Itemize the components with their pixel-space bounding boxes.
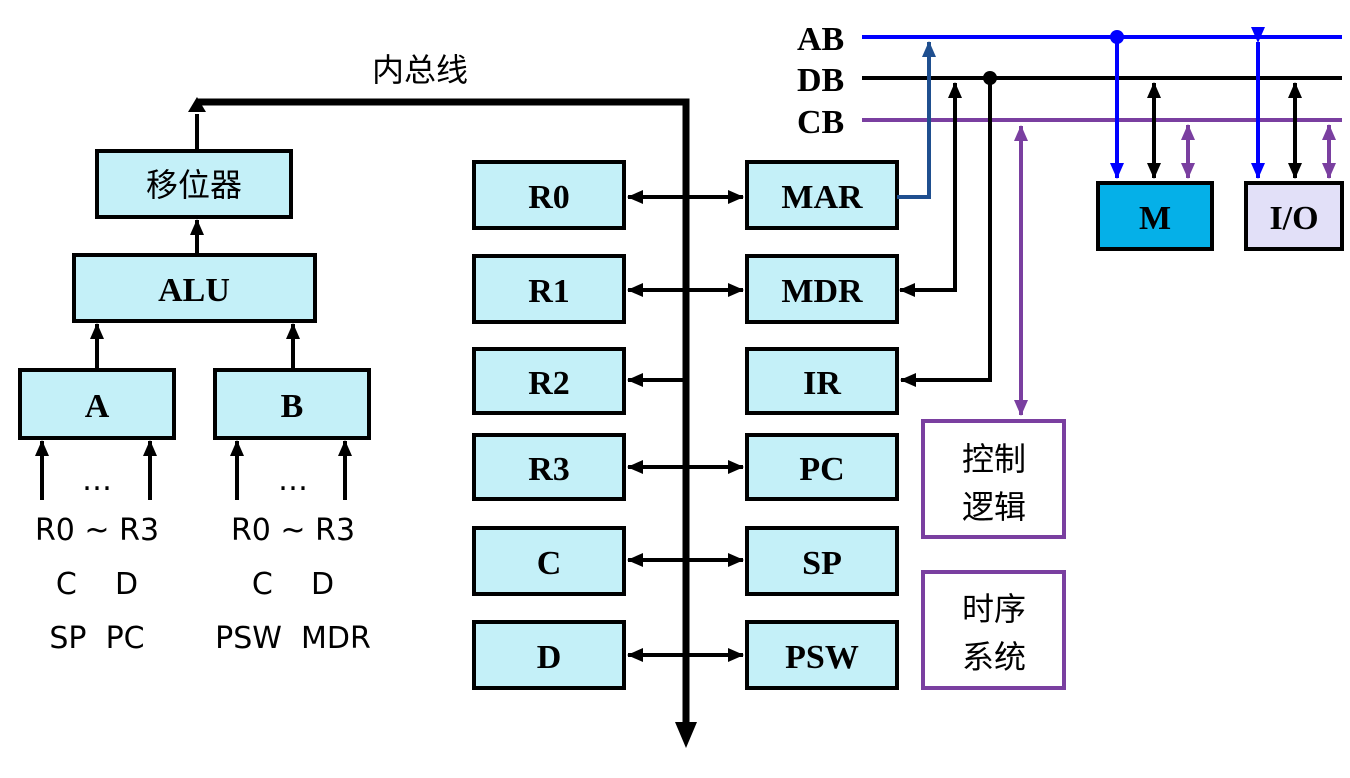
timing-system-line1: 时序 (962, 590, 1026, 628)
register-ir-box (745, 347, 899, 415)
shifter-box (95, 149, 293, 219)
register-r0-label: R0 (528, 179, 570, 216)
timing-system-box (921, 570, 1066, 690)
register-r1-box (472, 254, 626, 324)
memory-box (1096, 181, 1214, 251)
a-input-line3: SP PC (49, 621, 144, 656)
a-input-dots: … (82, 463, 112, 498)
alu-box (72, 253, 317, 323)
register-r1-label: R1 (528, 273, 570, 310)
data-bus-label: DB (797, 62, 844, 99)
register-r3-box (472, 433, 626, 501)
register-mdr-box (745, 254, 899, 324)
register-r2-box (472, 347, 626, 415)
b-input-line2: C D (252, 567, 334, 602)
register-mdr-label: MDR (781, 273, 863, 310)
register-sp-label: SP (802, 545, 842, 582)
control-bus-label: CB (797, 104, 844, 141)
register-a-box (18, 368, 176, 440)
data-bus-to-ir-link (900, 78, 992, 387)
b-input-dots: … (278, 463, 308, 498)
timing-system-line2: 系统 (962, 638, 1026, 676)
register-pc-box (745, 433, 899, 501)
register-mar-box (745, 160, 899, 230)
control-logic-line1: 控制 (962, 440, 1026, 478)
address-bus-label: AB (797, 21, 844, 58)
mdr-data-bus-link (899, 82, 962, 297)
register-b-box (213, 368, 371, 440)
register-c-label: C (537, 545, 562, 582)
internal-bus-line (197, 98, 690, 724)
special-register-column: MAR MDR IR PC SP PSW (689, 160, 899, 690)
register-pc-label: PC (799, 451, 844, 488)
register-sp-box (745, 526, 899, 596)
io-box (1244, 181, 1344, 251)
system-bus-lines (862, 35, 1342, 122)
register-a-label: A (85, 388, 110, 425)
internal-bus-label: 内总线 (372, 51, 468, 89)
internal-bus-top-arrow (188, 97, 206, 112)
b-input-line3: PSW MDR (215, 621, 371, 656)
register-r3-label: R3 (528, 451, 570, 488)
ir-bus-junction (983, 71, 997, 85)
register-c-box (472, 526, 626, 596)
register-b-label: B (281, 388, 304, 425)
register-r0-box (472, 160, 626, 230)
alu-label: ALU (158, 272, 230, 309)
register-psw-box (745, 620, 899, 690)
io-label: I/O (1269, 200, 1318, 237)
control-logic-line2: 逻辑 (962, 488, 1026, 526)
a-input-line2: C D (56, 567, 138, 602)
shifter-label: 移位器 (146, 166, 242, 204)
register-d-box (472, 620, 626, 690)
internal-bus-bottom-arrow (675, 722, 697, 748)
register-psw-label: PSW (785, 639, 859, 676)
a-input-line1: R0 ~ R3 (35, 513, 159, 548)
general-register-column: R0 R1 R2 R3 C D (472, 160, 683, 690)
memory-label: M (1139, 200, 1171, 237)
register-ir-label: IR (803, 365, 841, 402)
register-r2-label: R2 (528, 365, 570, 402)
b-input-line1: R0 ~ R3 (231, 513, 355, 548)
register-d-label: D (537, 639, 562, 676)
control-logic-box (921, 419, 1066, 539)
register-mar-label: MAR (781, 179, 863, 216)
address-bus-junction (1110, 30, 1124, 44)
